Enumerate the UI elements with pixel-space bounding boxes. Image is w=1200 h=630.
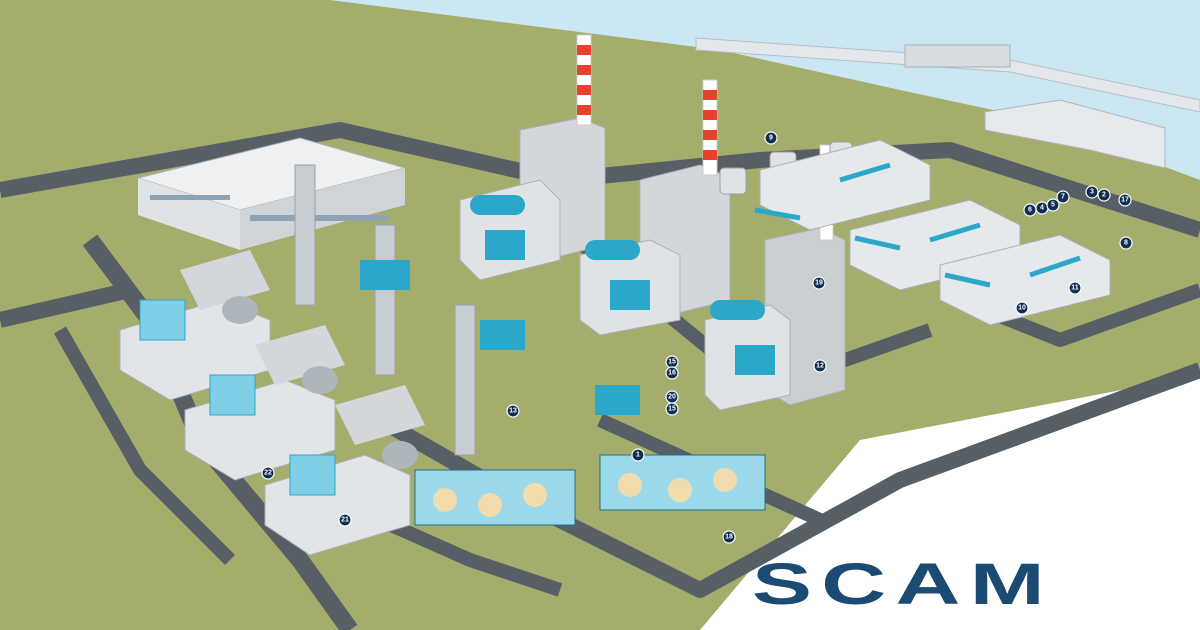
svg-text:11: 11 (1071, 285, 1079, 292)
svg-text:8: 8 (1124, 240, 1128, 247)
callout-19: 19 (812, 276, 826, 290)
callouts: 1 2 3 4 5 6 7 8 9 10 11 12 13 15 15 16 1… (261, 131, 1133, 544)
cooling-units (754, 139, 1111, 326)
svg-text:4: 4 (1040, 205, 1044, 212)
svg-text:19: 19 (815, 280, 823, 287)
callout-1: 1 (631, 448, 645, 462)
intake-structure (984, 99, 1166, 169)
white-ground (700, 375, 1200, 630)
pier-building (904, 44, 1011, 68)
warehouse (136, 137, 407, 250)
callout-20: 20 (665, 390, 679, 404)
callout-10: 10 (1015, 301, 1029, 315)
callout-12: 12 (813, 359, 827, 373)
callout-11: 11 (1068, 281, 1082, 295)
svg-text:6: 6 (1028, 207, 1032, 214)
callout-5: 5 (1046, 198, 1060, 212)
svg-text:21: 21 (341, 517, 349, 524)
callout-3: 3 (1085, 185, 1099, 199)
boiler-houses (459, 117, 846, 411)
callout-13: 13 (506, 404, 520, 418)
svg-text:20: 20 (668, 394, 676, 401)
svg-text:2: 2 (1102, 192, 1106, 199)
callout-21: 21 (338, 513, 352, 527)
callout-15b: 15 (665, 402, 679, 416)
svg-text:16: 16 (668, 370, 676, 377)
callout-22: 22 (261, 466, 275, 480)
callout-4: 4 (1035, 201, 1049, 215)
svg-text:3: 3 (1090, 189, 1094, 196)
svg-text:15: 15 (668, 406, 676, 413)
svg-text:13: 13 (509, 408, 517, 415)
callout-6: 6 (1023, 203, 1037, 217)
transformers (414, 454, 766, 526)
callout-16: 16 (665, 366, 679, 380)
svg-text:10: 10 (1018, 305, 1026, 312)
svg-text:1: 1 (636, 452, 640, 459)
steam-equipment (360, 195, 775, 415)
callout-15a: 15 (665, 355, 679, 369)
svg-text:17: 17 (1121, 197, 1129, 204)
svg-text:18: 18 (725, 534, 733, 541)
svg-text:9: 9 (769, 135, 773, 142)
turbine-blocks (119, 250, 425, 556)
callout-17: 17 (1118, 193, 1132, 207)
svg-text:5: 5 (1051, 202, 1055, 209)
svg-text:15: 15 (668, 359, 676, 366)
callout-7: 7 (1056, 190, 1070, 204)
svg-text:12: 12 (816, 363, 824, 370)
callout-2: 2 (1097, 188, 1111, 202)
callout-9: 9 (764, 131, 778, 145)
scam-logo: SCAM (752, 552, 1054, 617)
callout-18: 18 (722, 530, 736, 544)
callout-8: 8 (1119, 236, 1133, 250)
svg-text:22: 22 (264, 470, 272, 477)
svg-text:7: 7 (1061, 194, 1065, 201)
